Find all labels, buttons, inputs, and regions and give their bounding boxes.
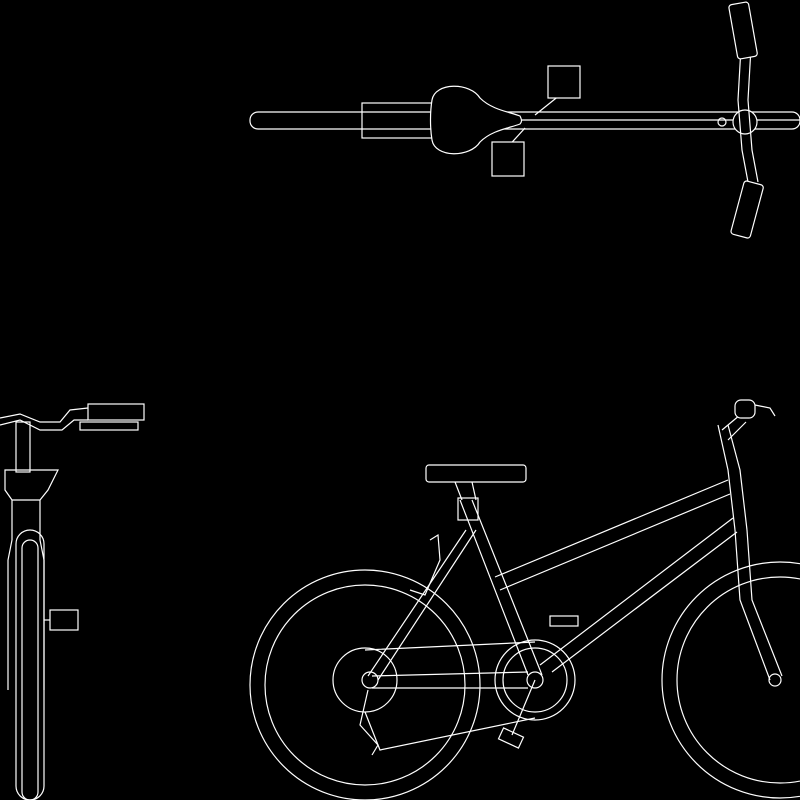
- front-handlebar: [0, 407, 89, 431]
- rear-brake: [409, 533, 441, 596]
- front-pedal: [49, 609, 79, 631]
- front-rim: [21, 539, 39, 800]
- down-tube: [539, 517, 738, 673]
- front-hub: [768, 673, 782, 687]
- top-tube: [494, 479, 731, 591]
- top-bolt: [717, 117, 727, 127]
- rear-derailleur: [359, 689, 379, 756]
- top-pedal-right: [491, 141, 525, 177]
- top-saddle: [429, 85, 523, 155]
- top-grip-upper: [728, 1, 758, 60]
- handlebar-clamp: [734, 399, 756, 419]
- side-pedal-rear: [549, 615, 579, 627]
- head-tube: [717, 424, 748, 531]
- front-tire-inner: [676, 576, 800, 784]
- bicycle-front-view: [0, 403, 145, 800]
- top-headset: [732, 109, 758, 135]
- front-fork: [734, 529, 783, 681]
- bicycle-side-view: [249, 399, 800, 800]
- saddle: [425, 464, 527, 483]
- stem: [721, 414, 747, 441]
- seat-stay: [367, 529, 477, 681]
- chain: [364, 641, 536, 751]
- rear-tire-inner: [264, 584, 466, 786]
- front-tire: [15, 529, 45, 800]
- top-grip-lower: [730, 180, 764, 239]
- top-wheel-frame: [249, 111, 800, 130]
- top-pedal-left: [547, 65, 581, 99]
- seat-clamp: [457, 497, 479, 521]
- handlebar: [754, 404, 776, 417]
- chain-stay: [371, 671, 529, 689]
- chainring-inner: [502, 647, 568, 713]
- chainring: [494, 639, 576, 721]
- front-tire-outer: [661, 561, 800, 799]
- seat-post: [454, 481, 477, 501]
- bottom-bracket: [526, 671, 544, 689]
- front-stem: [15, 421, 31, 473]
- rear-tire-outer: [249, 569, 481, 800]
- crank-arm: [511, 679, 536, 736]
- top-handlebar: [737, 29, 759, 183]
- front-brake-lever: [79, 421, 139, 431]
- bicycle-top-view: [249, 1, 800, 239]
- front-grip: [87, 403, 145, 421]
